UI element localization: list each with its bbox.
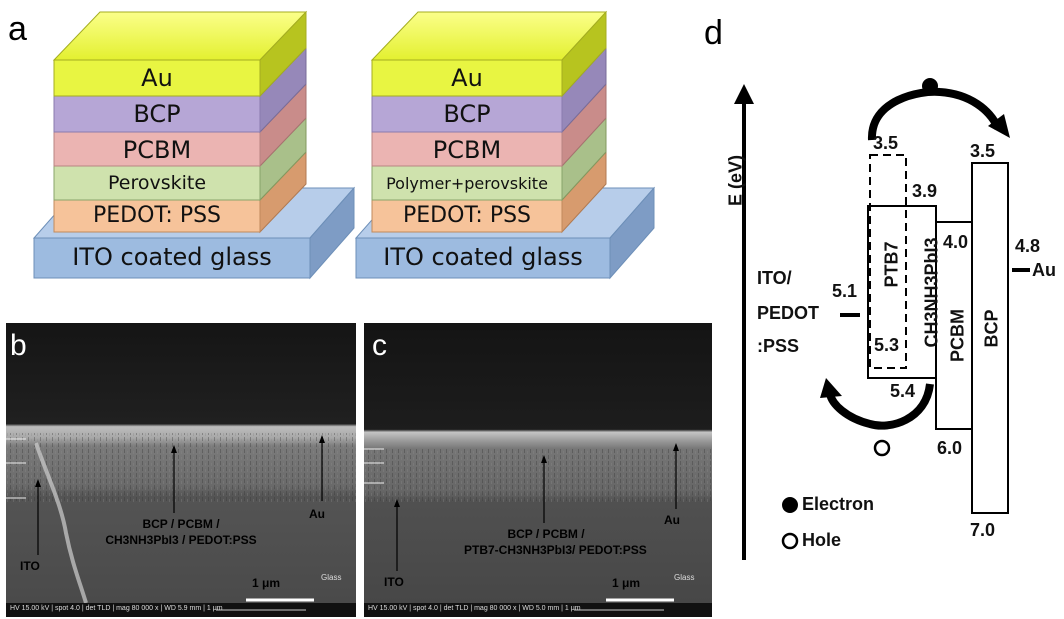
left-perovskite-label: Perovskite bbox=[107, 172, 207, 194]
right-ito-label: ITO coated glass bbox=[383, 243, 583, 271]
panel-b-glass-label: Glass bbox=[321, 573, 342, 582]
right-bcp-label: BCP bbox=[443, 100, 491, 128]
ito-label-line1: ITO/ bbox=[757, 268, 792, 288]
left-ito-label: ITO coated glass bbox=[72, 243, 272, 271]
panel-d-letter: d bbox=[704, 14, 723, 52]
ito-label-line2: PEDOT bbox=[757, 303, 820, 323]
panel-b-letter: b bbox=[10, 329, 27, 362]
perovskite-top-value: 3.9 bbox=[912, 181, 938, 201]
left-pedot-label: PEDOT: PSS bbox=[92, 203, 222, 228]
panel-b-scale-label: 1 μm bbox=[252, 576, 281, 590]
panel-a-letter: a bbox=[8, 10, 27, 48]
legend-electron: Electron bbox=[802, 494, 875, 514]
energy-level-diagram bbox=[734, 78, 1030, 560]
bcp-bottom-value: 7.0 bbox=[970, 520, 996, 540]
sem-image-c: c BCP / PCBM / PTB7-CH3NH3PbI3/ PEDOT:PS… bbox=[364, 323, 712, 617]
pcbm-top-value: 4.0 bbox=[943, 232, 969, 252]
ptb7-top-value: 3.5 bbox=[873, 133, 899, 153]
panel-c-scale-label: 1 μm bbox=[612, 576, 641, 590]
panel-b-ito-label: ITO bbox=[20, 559, 40, 573]
pcbm-bottom-value: 6.0 bbox=[937, 438, 963, 458]
panel-c-footer: HV 15.00 kV | spot 4.0 | det TLD | mag 8… bbox=[368, 605, 581, 612]
panel-b-au-label: Au bbox=[309, 507, 325, 521]
pcbm-label: PCBM bbox=[947, 309, 968, 362]
left-bcp-label: BCP bbox=[133, 100, 181, 128]
au-level-value: 4.8 bbox=[1015, 236, 1041, 256]
right-au-label: Au bbox=[451, 64, 483, 92]
right-pedot-label: PEDOT: PSS bbox=[402, 203, 532, 228]
left-stack bbox=[32, 10, 356, 280]
panel-c-au-label: Au bbox=[664, 513, 680, 527]
ptb7-label: PTB7 bbox=[881, 241, 902, 288]
left-au-label: Au bbox=[141, 64, 173, 92]
panel-b-footer: HV 15.00 kV | spot 4.0 | det TLD | mag 8… bbox=[10, 605, 223, 612]
bcp-top-value: 3.5 bbox=[970, 141, 996, 161]
right-pcbm-label: PCBM bbox=[432, 136, 502, 164]
panel-c-layers-line2: PTB7-CH3NH3PbI3/ PEDOT:PSS bbox=[464, 543, 647, 557]
left-pcbm-label: PCBM bbox=[122, 136, 192, 164]
device-stack-diagrams bbox=[32, 10, 656, 280]
panel-c-letter: c bbox=[372, 329, 387, 362]
ito-label-line3: :PSS bbox=[757, 336, 800, 356]
sem-image-b: b BCP / PCBM / CH3NH3PbI3 / PEDOT:PSS Au… bbox=[6, 323, 356, 617]
ito-level-value: 5.1 bbox=[832, 281, 858, 301]
au-label: Au bbox=[1032, 260, 1056, 280]
ptb7-bottom-value: 5.3 bbox=[874, 335, 900, 355]
panel-c-glass-label: Glass bbox=[674, 573, 695, 582]
panel-b-layers-line1: BCP / PCBM / bbox=[142, 517, 220, 531]
panel-c-ito-label: ITO bbox=[384, 575, 404, 589]
panel-c-layers-line1: BCP / PCBM / bbox=[507, 527, 585, 541]
legend-hole: Hole bbox=[802, 530, 842, 550]
right-polymer-perovskite-label: Polymer+perovskite bbox=[386, 174, 548, 193]
energy-axis-label: E (eV) bbox=[725, 155, 746, 207]
bcp-label: BCP bbox=[981, 309, 1002, 348]
right-stack bbox=[354, 10, 656, 280]
perovskite-label: CH3NH3PbI3 bbox=[921, 237, 942, 348]
panel-b-layers-line2: CH3NH3PbI3 / PEDOT:PSS bbox=[105, 533, 257, 547]
perovskite-bottom-value: 5.4 bbox=[890, 381, 916, 401]
